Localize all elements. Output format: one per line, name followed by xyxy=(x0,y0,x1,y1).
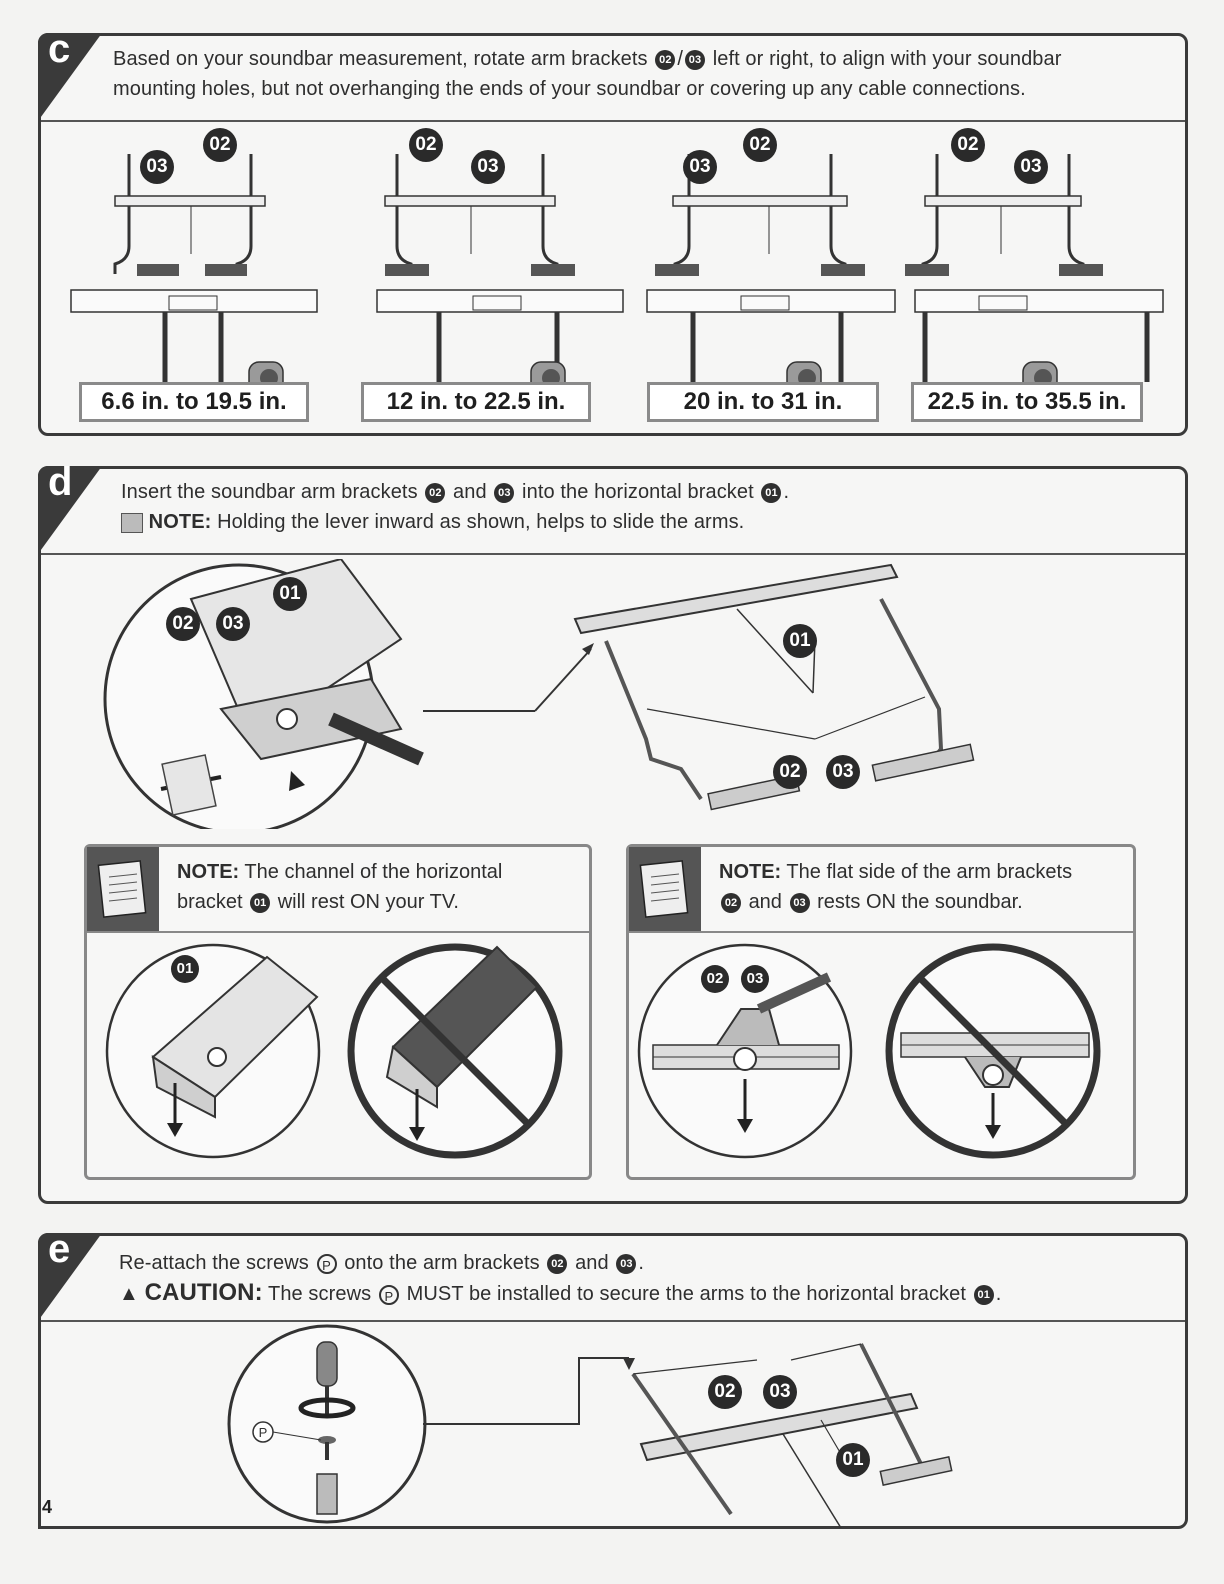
flat-side-badge-03: 03 xyxy=(741,965,769,993)
part-badge: 02 xyxy=(721,892,741,913)
config-4-range: 22.5 in. to 35.5 in. xyxy=(911,382,1143,422)
step-d-insert-arms-illustration xyxy=(103,559,975,829)
step-d-main-badge-02: 02 xyxy=(773,755,807,789)
note-icon xyxy=(87,847,159,931)
part-badge: 03 xyxy=(616,1253,637,1274)
part-badge: 03 xyxy=(789,892,810,913)
step-d-zoom-badge-01: 01 xyxy=(273,577,307,611)
config-2-badge-03: 03 xyxy=(471,150,505,184)
config-1-badge-03: 03 xyxy=(140,150,174,184)
part-badge: 01 xyxy=(761,482,782,503)
part-badge: 02 xyxy=(425,482,446,503)
step-e-header: e Re-attach the screws P onto the arm br… xyxy=(38,1227,1185,1323)
page-number: 4 xyxy=(42,1497,53,1517)
channel-note-header: NOTE: The channel of the horizontal brac… xyxy=(87,847,589,933)
step-e-panel: e Re-attach the screws P onto the arm br… xyxy=(38,1227,1188,1529)
channel-note-box: NOTE: The channel of the horizontal brac… xyxy=(84,844,592,1180)
flat-side-correct-vs-incorrect-illustration xyxy=(637,943,1101,1159)
config-4-badge-02: 02 xyxy=(951,128,985,162)
config-3-range: 20 in. to 31 in. xyxy=(647,382,879,422)
step-d-header: d Insert the soundbar arm brackets 02 an… xyxy=(38,460,1185,556)
step-d-main-badge-03: 03 xyxy=(826,755,860,789)
channel-badge-01: 01 xyxy=(171,955,199,983)
step-d-zoom-badge-02: 02 xyxy=(166,607,200,641)
step-c-corner-tab: c xyxy=(38,27,118,123)
step-e-letter: e xyxy=(48,1227,71,1271)
flat-side-badge-02: 02 xyxy=(701,965,729,993)
config-3-badge-03: 03 xyxy=(683,150,717,184)
flat-side-note-text: NOTE: The flat side of the arm brackets … xyxy=(719,861,1073,913)
config-1-range: 6.6 in. to 19.5 in. xyxy=(79,382,309,422)
step-c-configurations-illustration xyxy=(70,154,1164,384)
step-e-instruction: Re-attach the screws P onto the arm brac… xyxy=(119,1252,1002,1306)
channel-note-text: NOTE: The channel of the horizontal brac… xyxy=(177,861,503,913)
step-d-corner-tab: d xyxy=(38,460,118,556)
part-badge: 03 xyxy=(494,482,515,503)
step-d-letter: d xyxy=(48,460,73,504)
step-c-instruction: Based on your soundbar measurement, rota… xyxy=(113,48,1062,100)
channel-correct-vs-incorrect-illustration xyxy=(105,943,563,1159)
step-e-corner-tab: e xyxy=(38,1227,118,1323)
config-4-badge-03: 03 xyxy=(1014,150,1048,184)
config-2-range: 12 in. to 22.5 in. xyxy=(361,382,591,422)
part-badge: 02 xyxy=(655,49,676,70)
flat-side-note-box: NOTE: The flat side of the arm brackets … xyxy=(626,844,1136,1180)
part-badge: 01 xyxy=(250,892,271,913)
part-badge: 02 xyxy=(547,1253,568,1274)
screw-p-badge: P xyxy=(316,1253,337,1274)
svg-text:P: P xyxy=(259,1425,268,1440)
config-2-badge-02: 02 xyxy=(409,128,443,162)
step-d-instruction: Insert the soundbar arm brackets 02 and … xyxy=(121,481,790,533)
step-e-badge-02: 02 xyxy=(708,1375,742,1409)
part-badge: 03 xyxy=(685,49,706,70)
part-badge: 01 xyxy=(973,1284,994,1305)
step-c-header: c Based on your soundbar measurement, ro… xyxy=(38,27,1185,123)
step-d-panel: d Insert the soundbar arm brackets 02 an… xyxy=(38,460,1188,1204)
flat-side-note-header: NOTE: The flat side of the arm brackets … xyxy=(629,847,1133,933)
step-d-zoom-badge-03: 03 xyxy=(216,607,250,641)
warning-icon: ▲ xyxy=(119,1283,139,1305)
config-3-badge-02: 02 xyxy=(743,128,777,162)
step-e-badge-03: 03 xyxy=(763,1375,797,1409)
screw-p-badge: P xyxy=(378,1284,399,1305)
note-icon xyxy=(629,847,701,931)
step-d-main-badge-01: 01 xyxy=(783,624,817,658)
step-c-panel: c Based on your soundbar measurement, ro… xyxy=(38,27,1188,436)
config-1-badge-02: 02 xyxy=(203,128,237,162)
note-icon xyxy=(121,512,143,533)
step-c-letter: c xyxy=(48,27,71,71)
step-e-badge-01: 01 xyxy=(836,1443,870,1477)
step-e-screw-illustration: P xyxy=(227,1324,953,1528)
